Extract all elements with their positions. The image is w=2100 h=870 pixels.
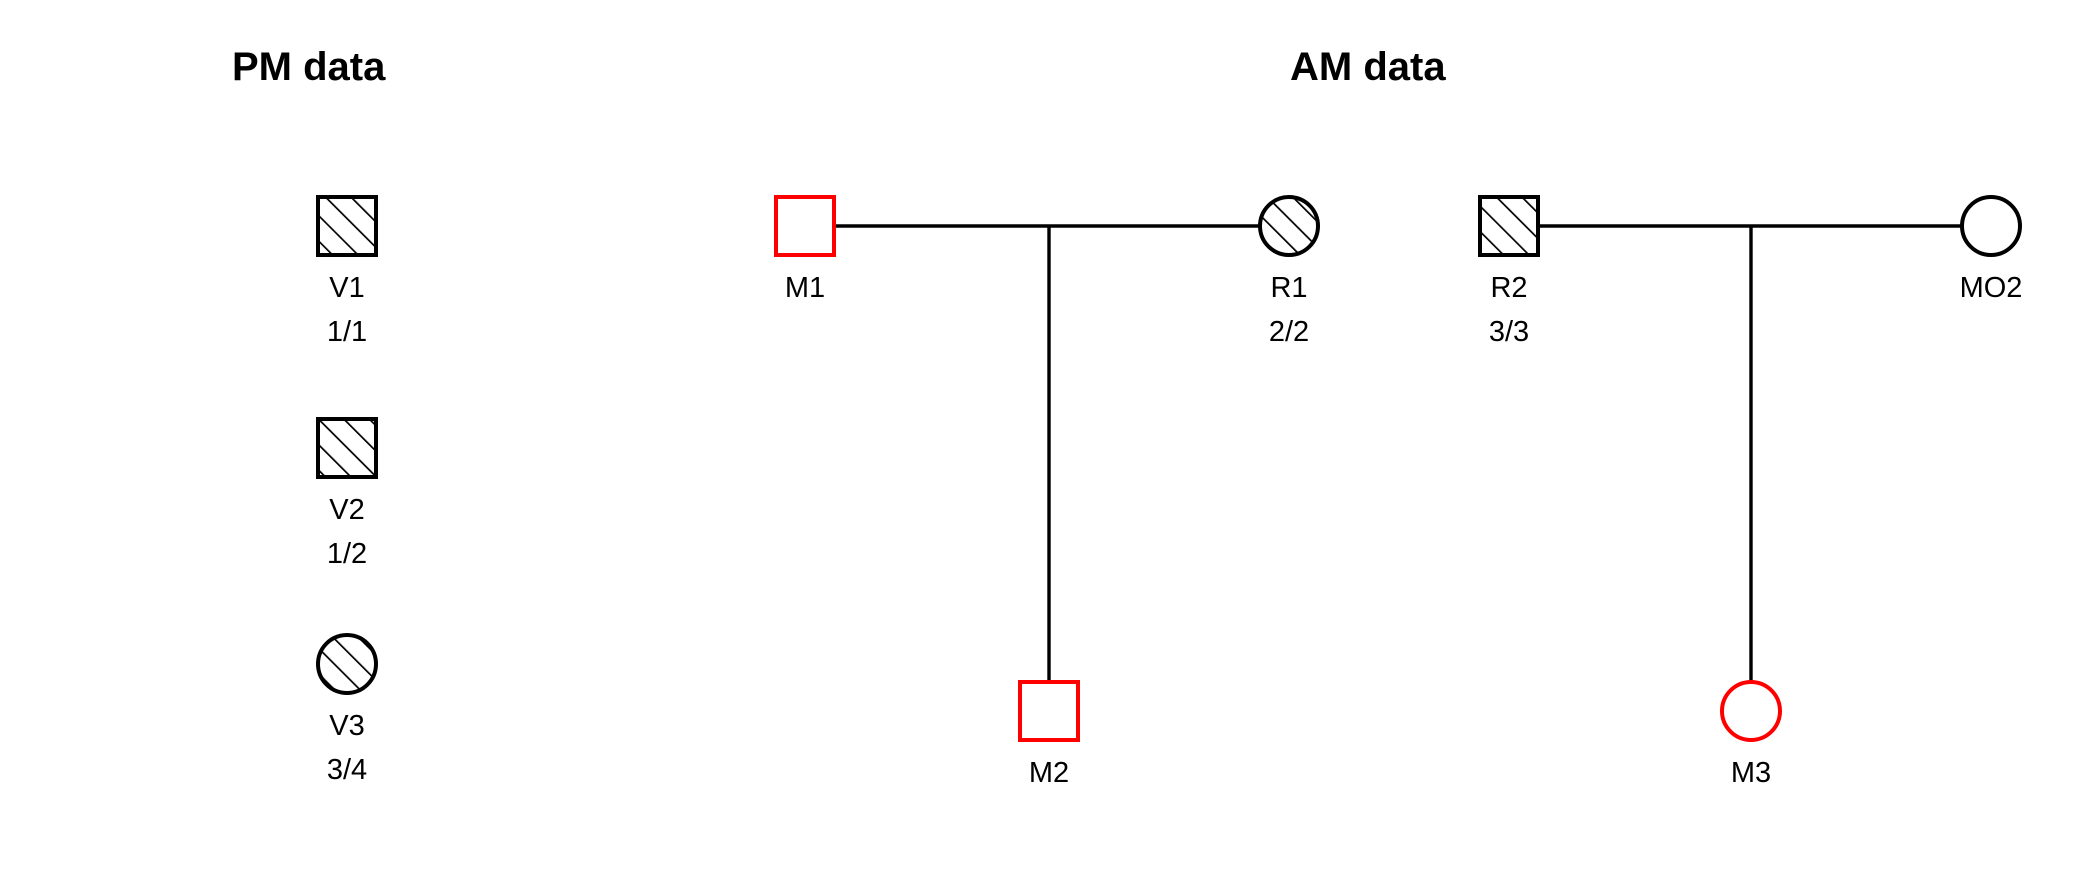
node-label-r2: R2 — [1490, 272, 1528, 304]
genotype-label-v2: 1/2 — [326, 538, 368, 570]
am-symbol-r1[interactable] — [1258, 195, 1320, 257]
am-symbol-m2[interactable] — [1018, 680, 1080, 742]
am-symbol-m3[interactable] — [1720, 680, 1782, 742]
am-symbol-m1[interactable] — [774, 195, 836, 257]
node-label-m3: M3 — [1730, 757, 1772, 789]
circle-symbol-hatched[interactable] — [316, 633, 378, 695]
square-symbol-hatched[interactable] — [1478, 195, 1540, 257]
am-symbol-mo2[interactable] — [1960, 195, 2022, 257]
circle-symbol-empty[interactable] — [1960, 195, 2022, 257]
square-symbol-hatched[interactable] — [316, 195, 378, 257]
family-2-connectors — [1538, 224, 1962, 682]
square-symbol-red[interactable] — [1018, 680, 1080, 742]
pm-panel-title: PM data — [232, 45, 386, 89]
am-panel-title: AM data — [1290, 45, 1446, 89]
pm-symbol-v2[interactable] — [316, 417, 378, 479]
genotype-label-v1: 1/1 — [326, 316, 368, 348]
node-label-m2: M2 — [1028, 757, 1070, 789]
circle-symbol-red[interactable] — [1720, 680, 1782, 742]
genotype-label-v3: 3/4 — [326, 754, 368, 786]
circle-symbol-hatched[interactable] — [1258, 195, 1320, 257]
node-label-m1: M1 — [784, 272, 826, 304]
node-label-v1: V1 — [329, 272, 365, 304]
genotype-label-r1: 2/2 — [1268, 316, 1310, 348]
pm-symbol-v3[interactable] — [316, 633, 378, 695]
node-label-v2: V2 — [329, 494, 365, 526]
node-label-v3: V3 — [329, 710, 365, 742]
genotype-label-r2: 3/3 — [1488, 316, 1530, 348]
pm-symbol-v1[interactable] — [316, 195, 378, 257]
am-symbol-r2[interactable] — [1478, 195, 1540, 257]
node-label-r1: R1 — [1270, 272, 1308, 304]
square-symbol-red[interactable] — [774, 195, 836, 257]
node-label-mo2: MO2 — [1959, 272, 2023, 304]
family-1-connectors — [834, 224, 1260, 682]
square-symbol-hatched[interactable] — [316, 417, 378, 479]
